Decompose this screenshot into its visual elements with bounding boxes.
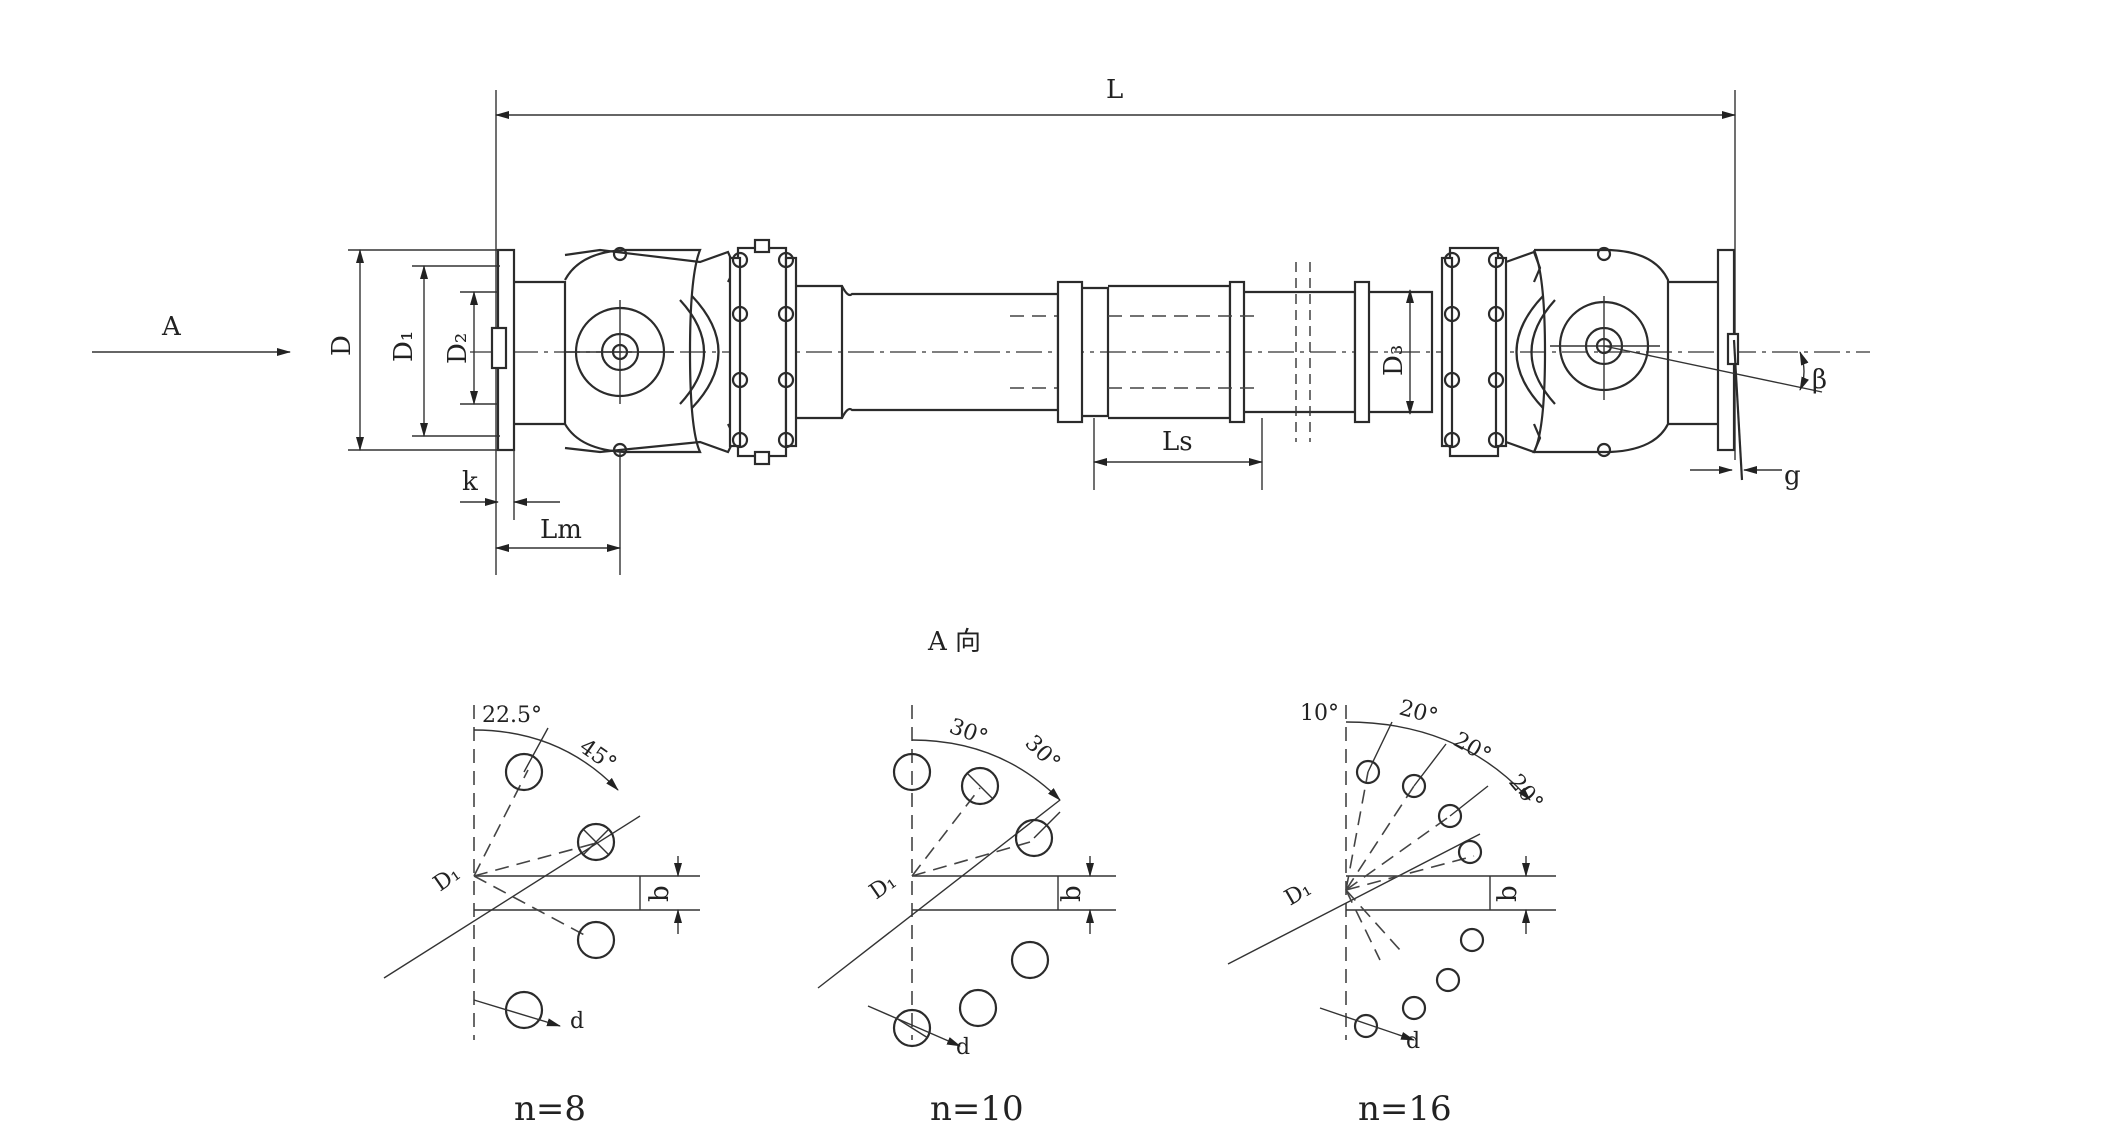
flange-n16-b-label: b (1493, 885, 1523, 902)
dimension-D2: D₂ (443, 291, 498, 405)
flange-n16-count: n=16 (1358, 1089, 1452, 1129)
spline-section (1056, 262, 1434, 442)
flange-n16-D1-label: D₁ (1281, 876, 1316, 911)
flange-view-n10: b 30° 30° D₁ d n=10 (817, 705, 1116, 1129)
dimension-D: D (327, 249, 500, 451)
flange-n10-angle2-label: 30° (1020, 731, 1065, 776)
dimension-D1: D₁ (389, 265, 500, 437)
dimension-L: L (495, 75, 1736, 575)
shaft-assembly-view: L A (92, 75, 1870, 575)
dimension-g-label: g (1784, 461, 1801, 491)
flange-n8-angle2-label: 45° (575, 734, 621, 777)
flange-n8-angle1-label: 22.5° (482, 703, 542, 728)
flange-n8-count: n=8 (514, 1089, 586, 1129)
dimension-Ls-label: Ls (1162, 427, 1193, 457)
flange-n10-b-label: b (1057, 885, 1087, 902)
flange-n8-b-label: b (645, 885, 675, 902)
section-title: A 向 (927, 627, 981, 657)
dimension-D3-label: D₃ (1379, 345, 1409, 376)
right-bolted-flange (1440, 246, 1508, 458)
left-bolted-flange (728, 238, 798, 466)
dimension-Lm-label: Lm (540, 515, 582, 545)
flange-n16-angle2-label: 20° (1396, 696, 1440, 730)
flange-n10-d-label: d (956, 1035, 970, 1060)
flange-n10-D1-label: D₁ (865, 869, 901, 905)
flange-n10-angle1-label: 30° (946, 714, 991, 751)
dimension-k-label: k (462, 467, 478, 497)
dimension-k: k (460, 450, 560, 520)
flange-n16-angle4-label: 20° (1503, 770, 1547, 816)
dimension-D2-label: D₂ (443, 333, 473, 364)
view-arrow-A: A (92, 312, 291, 356)
dimension-Ls: Ls (1093, 418, 1263, 490)
flange-n8-D1-label: D₁ (429, 861, 465, 897)
dimension-D3: D₃ (1379, 289, 1414, 415)
flange-view-n16: b 10° 20° 20° 20° D₁ d n=16 (1227, 696, 1556, 1129)
view-arrow-A-label: A (161, 312, 182, 342)
flange-n8-d-label: d (570, 1009, 584, 1034)
dimension-D1-label: D₁ (389, 331, 419, 362)
dimension-L-label: L (1106, 75, 1123, 105)
dimension-beta: β (1603, 345, 1827, 395)
dimension-Lm: Lm (495, 450, 621, 575)
dimension-g: g (1690, 339, 1801, 491)
dimension-D-label: D (327, 335, 357, 356)
flange-n10-count: n=10 (930, 1089, 1024, 1129)
flange-n16-d-label: d (1406, 1029, 1420, 1054)
dimension-beta-label: β (1812, 365, 1827, 395)
flange-view-n8: b 22.5° 45° D₁ d n=8 (383, 703, 700, 1129)
flange-n16-angle1-label: 10° (1300, 701, 1339, 726)
